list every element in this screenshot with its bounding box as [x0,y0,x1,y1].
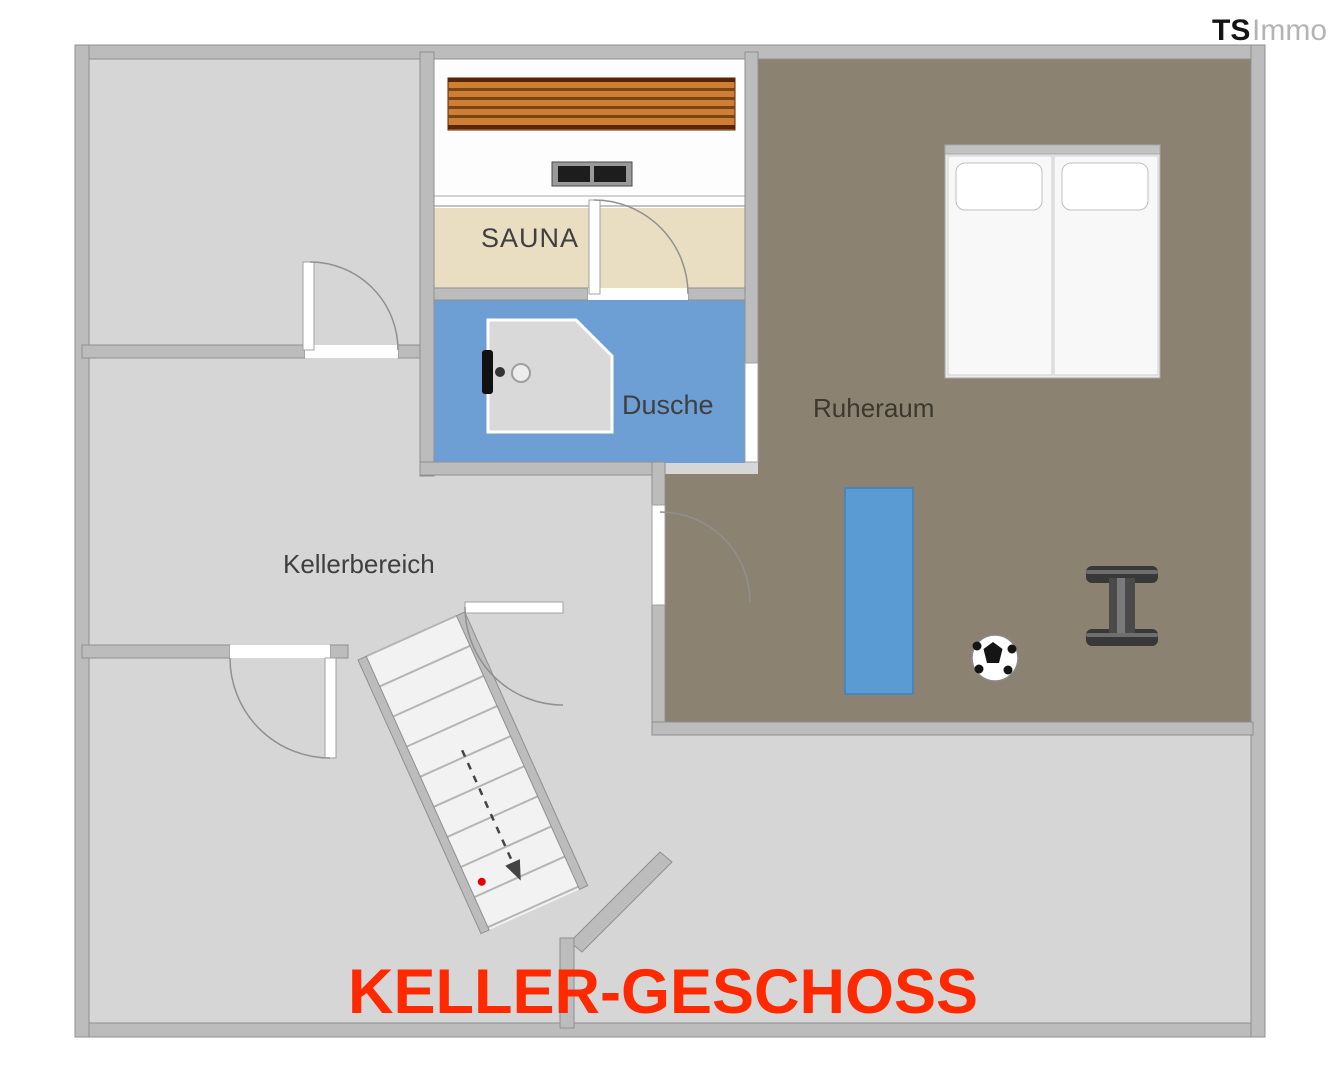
logo-light: Immo [1252,14,1327,47]
label-kellerbereich: Kellerbereich [283,549,435,579]
wall-stair-bottom [559,937,575,1029]
door-opening-sauna [588,288,688,300]
stair-red-dot [477,877,486,886]
door-arc-lowerleft [229,657,331,759]
bed-headboard [944,144,1161,155]
exercise-mat [844,487,914,695]
walls [74,44,1266,1038]
door-swing-arcs [229,199,751,759]
shower-tray [486,318,614,434]
label-ruheraum: Ruheraum [813,393,934,423]
door-passage-dusche-ruheraum [744,362,759,463]
floor-title: KELLER-GESCHOSS [348,957,978,1027]
wall-sauna-bottom-a [433,287,589,301]
wall-lowerleft-a [81,644,231,659]
wall-lowerleft-b [329,644,349,659]
logo: TS Immo [1212,14,1327,47]
bed-pillow-right [1061,162,1149,211]
wall-ruheraum-bottom [651,721,1254,736]
sauna-bench [447,77,736,131]
stair-direction-arrow-line [461,749,515,865]
door-opening-lowerleft [230,645,330,658]
label-dusche: Dusche [622,390,714,420]
wall-ruheraum-left-a [651,461,666,506]
doors [230,199,759,759]
shower-fixture [482,350,493,394]
wall-sauna-left [419,51,435,477]
wall-upperleft-a [81,344,306,359]
door-leaf-ruheraum [651,504,666,606]
wall-sauna-bottom-b [687,287,746,301]
room-sauna [434,59,745,289]
double-bed [944,144,1161,379]
stair-direction-arrowhead [505,859,521,881]
stair-rail-right [455,611,589,891]
door-arc-ruheraum [659,511,751,603]
wall-outer-left [74,44,90,1038]
stair-rail-left [357,655,490,935]
wall-stair-diagonal [569,851,673,953]
door-leaf-sauna [588,199,601,295]
door-leaf-upperleft [302,261,315,351]
door-arc-sauna [593,199,689,295]
staircase [357,611,589,935]
wall-outer-top [74,44,1266,60]
door-opening-upperleft [305,345,398,358]
logo-bold: TS [1212,14,1250,47]
bed-pillow-left [955,162,1043,211]
stair-steps-area [366,615,580,930]
wall-outer-right [1250,44,1266,1038]
soccer-ball [971,634,1019,682]
shower-drain [511,363,531,383]
dumbbell [1086,566,1158,646]
wall-upperleft-b [397,344,421,359]
room-dusche [434,300,745,463]
label-sauna: SAUNA [481,223,579,253]
door-arc-upperleft [309,261,399,351]
shower-valve [495,367,505,377]
sauna-heater [551,161,633,187]
wall-dusche-ruheraum [744,51,759,364]
door-arc-stairs [464,606,564,706]
wall-dusche-bottom [419,461,666,476]
door-leaf-lowerleft [324,657,337,759]
wall-ruheraum-left-b [651,604,666,723]
door-leaf-stairs [464,601,564,614]
